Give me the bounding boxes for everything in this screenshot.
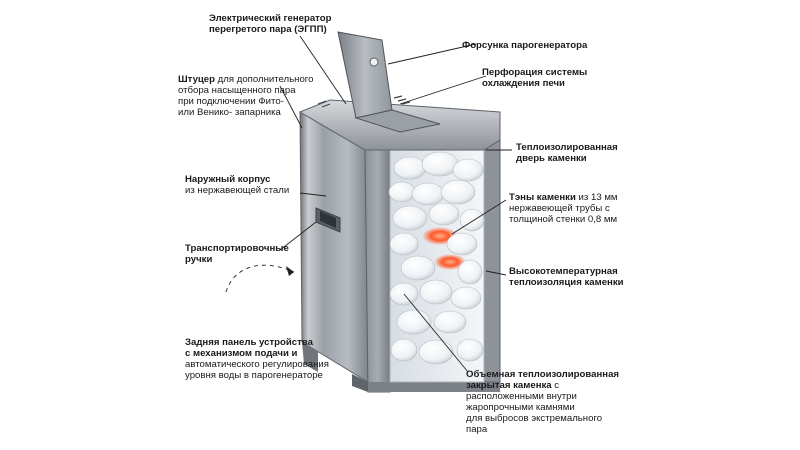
- label-perforation: Перфорация системы охлаждения печи: [482, 67, 587, 89]
- label-chamber-line1: Объемная теплоизолированная: [466, 369, 620, 380]
- stone-chamber: [388, 149, 485, 383]
- label-back-panel-line4: уровня воды в парогенераторе: [185, 370, 323, 381]
- label-fitting-line3: при подключении Фито-: [178, 96, 284, 107]
- leader-line: [451, 199, 507, 235]
- label-chamber-line2: с: [551, 380, 560, 391]
- label-generator: Электрический генератор перегретого пара…: [209, 13, 331, 35]
- label-handles: Транспортировочные ручки: [185, 243, 289, 265]
- nozzle-icon: [369, 57, 379, 67]
- leader-line: [279, 85, 303, 129]
- steam-generator: [337, 31, 441, 133]
- label-door: Теплоизолированная дверь каменки: [516, 142, 618, 164]
- leader-line: [403, 293, 469, 373]
- label-tens-bold: Тэны каменки: [509, 192, 576, 203]
- label-insulation-line2: теплоизоляция каменки: [509, 277, 624, 288]
- label-insulation: Высокотемпературная теплоизоляция каменк…: [509, 266, 624, 288]
- leader-lines: [225, 35, 512, 373]
- leader-line: [279, 221, 317, 251]
- dashed-arrow: [225, 264, 295, 293]
- label-chamber-line6: пара: [466, 424, 488, 435]
- label-body-line1: Наружный корпус: [185, 174, 271, 185]
- label-fitting: Штуцер для дополнительного отбора насыще…: [178, 74, 313, 118]
- label-chamber: Объемная теплоизолированная закрытая кам…: [466, 369, 619, 435]
- label-back-panel-line1: Задняя панель устройства: [185, 337, 313, 348]
- leader-line: [387, 43, 477, 65]
- label-tens: Тэны каменки из 13 мм нержавеющей трубы …: [509, 192, 618, 225]
- label-back-panel: Задняя панель устройства с механизмом по…: [185, 337, 329, 381]
- cooling-perforation: [317, 95, 411, 108]
- label-chamber-line4: жаропрочными камнями: [466, 402, 575, 413]
- leader-line: [299, 192, 327, 197]
- transport-handle: [315, 207, 341, 233]
- label-insulation-line1: Высокотемпературная: [509, 266, 618, 277]
- label-nozzle: Форсунка парогенератора: [462, 40, 587, 51]
- label-tens-line3: толщиной стенки 0,8 мм: [509, 214, 618, 225]
- label-generator-line2: перегретого пара (ЭГПП): [209, 24, 327, 35]
- label-chamber-line3: расположенными внутри: [466, 391, 577, 402]
- label-door-line2: дверь каменки: [516, 153, 587, 164]
- label-generator-line1: Электрический генератор: [209, 13, 332, 24]
- label-tens-line1: из 13 мм: [575, 192, 618, 203]
- heating-element-glow: [434, 254, 466, 270]
- label-chamber-bold2: закрытая каменка: [466, 380, 552, 391]
- label-back-panel-line2: с механизмом подачи и: [185, 348, 298, 359]
- leader-line: [299, 35, 347, 105]
- label-fitting-bold: Штуцер: [178, 74, 216, 85]
- label-perforation-line1: Перфорация системы: [482, 67, 588, 78]
- arrow-head: [286, 266, 294, 276]
- front-frame: [364, 139, 501, 393]
- label-nozzle-line1: Форсунка парогенератора: [462, 40, 588, 51]
- label-door-line1: Теплоизолированная: [516, 142, 618, 153]
- label-body-line2: из нержавеющей стали: [185, 185, 290, 196]
- label-back-panel-line3: автоматического регулирования: [185, 359, 329, 370]
- label-tens-line2: нержавеющей трубы с: [509, 203, 610, 214]
- label-perforation-line2: охлаждения печи: [482, 78, 565, 89]
- label-body: Наружный корпус из нержавеющей стали: [185, 174, 289, 196]
- label-fitting-line2: отбора насыщенного пара: [178, 85, 296, 96]
- label-fitting-line1: для дополнительного: [215, 74, 314, 85]
- label-chamber-line5: для выбросов экстремального: [466, 413, 603, 424]
- leader-line: [399, 75, 487, 105]
- leader-line: [485, 270, 507, 276]
- label-handles-line2: ручки: [185, 254, 213, 265]
- label-fitting-line4: или Венико- запарника: [178, 107, 281, 118]
- label-handles-line1: Транспортировочные: [185, 243, 289, 254]
